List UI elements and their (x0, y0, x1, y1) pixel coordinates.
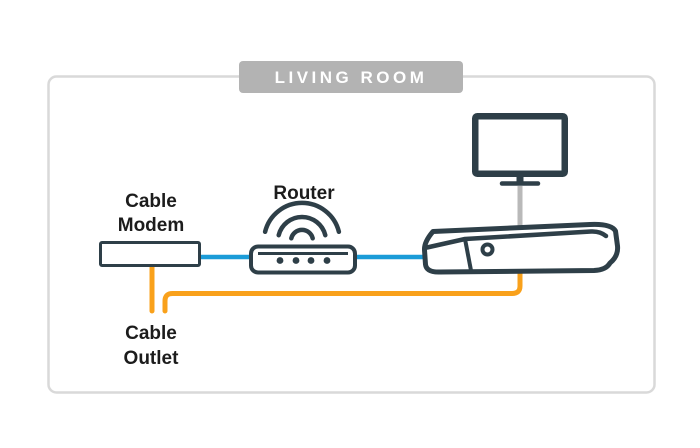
cable-modem-icon (99, 241, 201, 267)
set-top-box-seam (463, 238, 473, 271)
tv-screen (472, 113, 568, 177)
router-body (249, 244, 357, 275)
cable-outlet-label-line1: Cable (125, 323, 177, 344)
wifi-waves-icon (262, 200, 342, 241)
room-badge: LIVING ROOM (239, 61, 463, 93)
set-top-box-icon (421, 221, 621, 275)
set-top-box-power-button (480, 242, 495, 257)
room-badge-label: LIVING ROOM (275, 68, 428, 87)
wifi-wave-outer (262, 200, 342, 235)
tv-stand-neck (516, 173, 524, 182)
device-labels: Cable Modem Router Cable Outlet (118, 183, 335, 369)
tv-icon (472, 113, 568, 186)
cables (149, 186, 523, 314)
cable-outlet-label-line2: Outlet (124, 348, 180, 369)
room-badge-background (239, 61, 463, 93)
set-top-box-front-edge (424, 229, 609, 250)
router-icon (249, 244, 357, 275)
cable-modem-label-line1: Cable (125, 191, 177, 212)
router-led-2 (292, 257, 300, 264)
router-led-3 (307, 257, 315, 264)
router-led-4 (323, 257, 331, 264)
router-label: Router (273, 183, 335, 204)
wifi-wave-inner (289, 227, 315, 241)
router-led-1 (276, 257, 284, 264)
wifi-wave-middle (276, 214, 328, 238)
cable-modem-label-line2: Modem (118, 215, 185, 236)
orange-cable-outlet-to-box (162, 257, 523, 314)
